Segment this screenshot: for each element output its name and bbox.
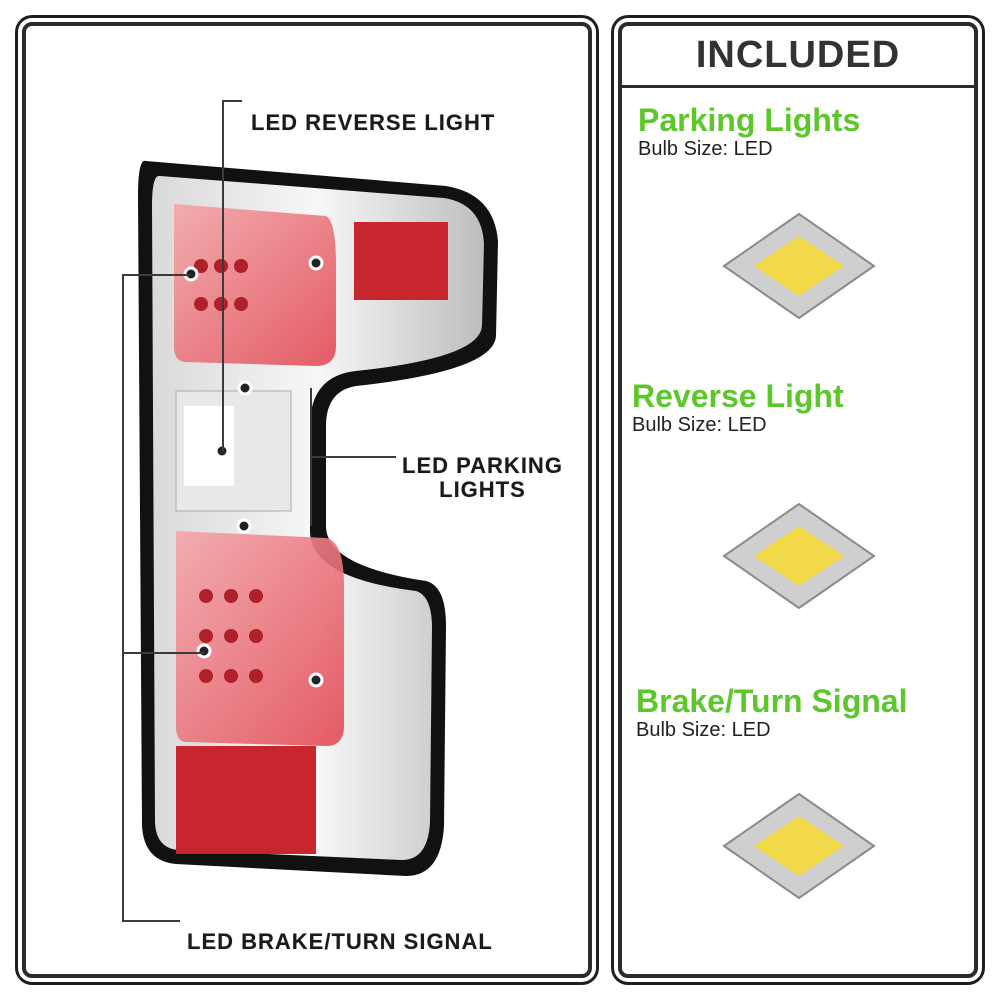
included-panel: INCLUDED Parking Lights Bulb Size: LED R… bbox=[618, 22, 978, 978]
led-chip-icon bbox=[722, 502, 876, 610]
reverse-leader-v bbox=[222, 100, 224, 452]
parking-leader-v bbox=[310, 388, 312, 526]
reverse-light-callout: LED REVERSE LIGHT bbox=[251, 110, 496, 135]
feature-bulb-brake: Bulb Size: LED bbox=[636, 719, 771, 741]
feature-title-reverse: Reverse Light bbox=[632, 378, 844, 414]
parking-callout-line2: LIGHTS bbox=[439, 477, 526, 502]
brake-leader-top bbox=[122, 274, 190, 276]
led-chip-icon bbox=[722, 212, 876, 320]
feature-bulb-reverse: Bulb Size: LED bbox=[632, 414, 767, 436]
reverse-leader-h bbox=[222, 100, 242, 102]
brake-leader-mid bbox=[122, 652, 204, 654]
led-chip-icon bbox=[722, 792, 876, 900]
parking-lights-callout: LED PARKING LIGHTS bbox=[402, 454, 563, 502]
feature-title-parking: Parking Lights bbox=[638, 102, 861, 138]
parking-leader-h bbox=[310, 456, 396, 458]
tail-light-image bbox=[138, 160, 498, 876]
brake-turn-callout: LED BRAKE/TURN SIGNAL bbox=[187, 929, 493, 954]
included-heading: INCLUDED bbox=[622, 26, 974, 88]
parking-callout-line1: LED PARKING bbox=[402, 453, 563, 478]
feature-bulb-parking: Bulb Size: LED bbox=[638, 138, 773, 160]
product-image-panel: LED REVERSE LIGHT LED PARKING LIGHTS LED… bbox=[22, 22, 592, 978]
feature-title-brake: Brake/Turn Signal bbox=[636, 683, 908, 719]
brake-leader-bot bbox=[122, 920, 180, 922]
brake-leader-v bbox=[122, 274, 124, 920]
